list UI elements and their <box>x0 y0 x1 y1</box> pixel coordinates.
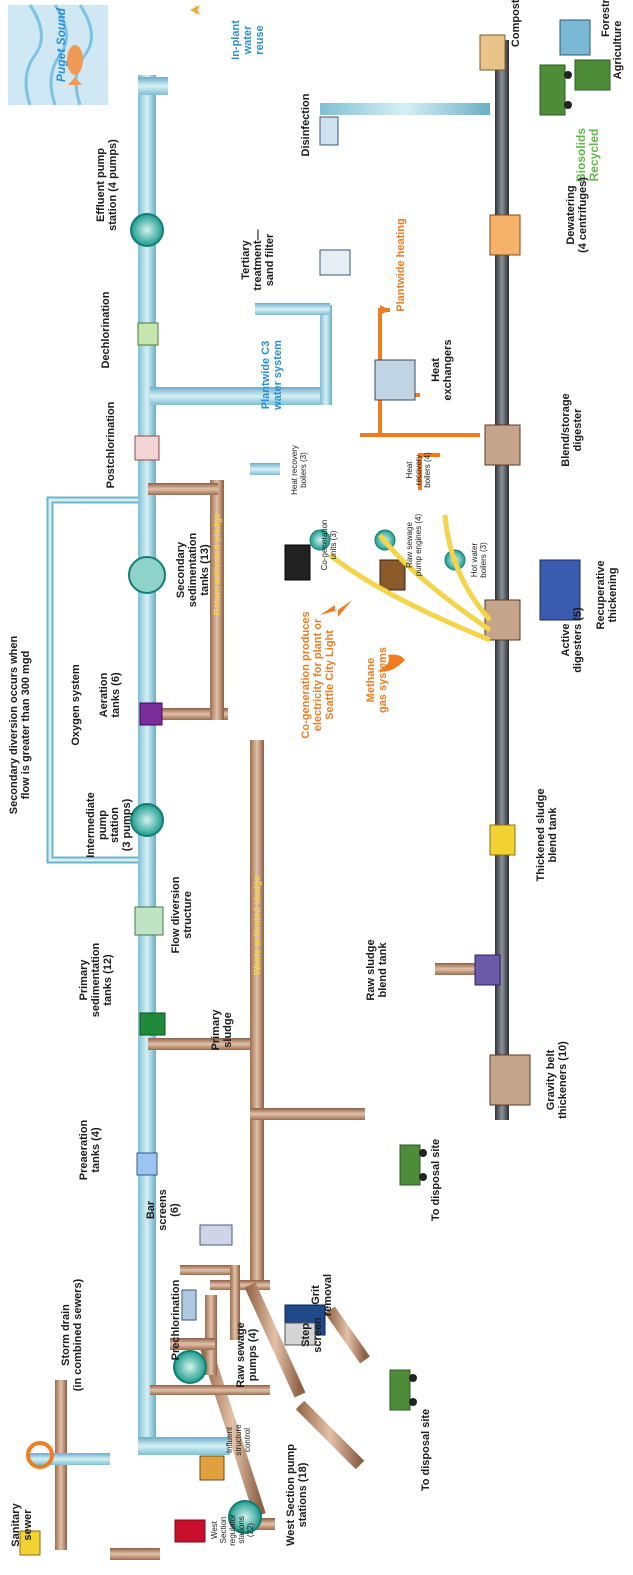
storm-drain-icon <box>26 1441 54 1469</box>
preaeration-tank-icon <box>136 1152 158 1176</box>
label-bar-screens: Bar screens (6) <box>145 1189 181 1231</box>
label-hot-water-boilers: Hot water boilers (3) <box>470 542 488 578</box>
influent-structure-icon <box>199 1455 225 1481</box>
label-dechlorination: Dechlorination <box>100 291 112 369</box>
aeration-tank-icon <box>139 702 163 726</box>
label-cogeneration-units: Co-generation units (3) <box>320 519 338 571</box>
prechlorination-icon <box>181 1289 197 1321</box>
label-raw-sludge-blend: Raw sludge blend tank <box>365 939 389 1001</box>
label-agriculture: Agriculture <box>612 20 624 80</box>
label-recuperative: Recuperative thickening <box>595 560 619 630</box>
tertiary-filter-icon <box>319 249 351 276</box>
intermediate-pump-icon <box>130 803 164 837</box>
label-puget-sound: Puget Sound <box>54 8 68 82</box>
label-flow-diversion: Flow diversion structure <box>170 876 194 954</box>
label-forestry: Forestry <box>600 0 612 38</box>
label-prechlorination: Prechlorination <box>170 1279 182 1361</box>
label-methane: Methane gas systems <box>365 646 389 714</box>
secondary-sed-tank-icon <box>128 556 166 594</box>
raw-sewage-pump-engines-icon <box>379 559 406 591</box>
label-tertiary: Tertiary treatment— sand filter <box>240 229 276 291</box>
label-return-activated-sludge: Return activated sludge <box>212 512 222 615</box>
label-effluent-pump: Effluent pump station (4 pumps) <box>95 139 119 231</box>
label-active-digesters: Active digesters (5) <box>560 607 584 673</box>
recuperative-thickening-icon <box>539 559 581 621</box>
dechlorination-icon <box>137 322 159 346</box>
lightning-icon <box>320 600 352 617</box>
label-to-disposal-2: To disposal site <box>420 1408 432 1492</box>
agriculture-icon <box>574 59 611 91</box>
label-heat-recovery-4: Heat recovery boilers (4) <box>405 452 432 488</box>
west-section-pump-icon <box>228 1500 262 1534</box>
label-preaeration: Preaeration tanks (4) <box>78 1119 102 1181</box>
main-water-pipe <box>138 75 156 1455</box>
label-storm-drain: Storm drain (in combined sewers) <box>60 1278 84 1392</box>
flow-diversion-icon <box>134 906 164 936</box>
forestry-icon <box>559 19 591 56</box>
puget-sound-scene <box>8 4 200 106</box>
label-raw-sewage-pump-engines: Raw sewage pump engines (4) <box>405 513 423 577</box>
label-in-plant-reuse: In-plant water reuse <box>230 20 266 60</box>
methane-flame-icon <box>380 654 405 672</box>
label-sanitary-sewer: Sanitary sewer <box>10 1503 34 1547</box>
composting-icon <box>479 34 506 71</box>
sanitary-sewer-icon <box>19 1530 41 1556</box>
effluent-pump-icon <box>130 213 164 247</box>
label-oxygen-system: Oxygen system <box>70 664 82 746</box>
label-gravity-belt: Gravity belt thickeners (10) <box>545 1041 569 1119</box>
label-raw-sewage-pumps: Raw sewage pumps (4) <box>235 1322 259 1388</box>
label-aeration-tanks: Aeration tanks (6) <box>98 672 122 718</box>
label-influent-structure: Influent structure control <box>225 1424 252 1456</box>
gravity-belt-icon <box>489 1054 531 1106</box>
label-postchlorination: Postchlorination <box>105 401 117 489</box>
blend-storage-digester-icon <box>484 424 521 466</box>
heat-recovery-boilers-3-icon <box>309 529 331 551</box>
label-intermediate-pump: Intermediate pump station (3 pumps) <box>85 792 133 858</box>
label-secondary-diversion: Secondary diversion occurs when flow is … <box>8 635 32 815</box>
step-screen-icon <box>284 1322 316 1346</box>
label-west-section-regulator: West Section regulator stations (22) <box>210 1514 255 1546</box>
label-heat-exchangers: Heat exchangers <box>430 339 454 401</box>
label-waste-activated-sludge: Waste activated sludge <box>252 875 262 975</box>
heat-exchangers-icon <box>374 359 416 401</box>
label-disinfection: Disinfection <box>300 93 312 157</box>
label-plantwide-c3: Plantwide C3 water system <box>260 340 284 410</box>
cogeneration-units-icon <box>284 544 311 581</box>
label-west-section-pump: West Section pump stations (18) <box>285 1444 309 1546</box>
label-cogeneration-produces: Co-generation produces electricity for p… <box>300 611 336 739</box>
label-to-disposal-1: To disposal site <box>430 1138 442 1222</box>
label-thickened-sludge: Thickened sludge blend tank <box>535 788 559 882</box>
postchlorination-icon <box>134 435 160 461</box>
active-digesters-icon <box>484 599 521 641</box>
label-blend-storage: Blend/storage digester <box>560 393 584 467</box>
label-heat-recovery-3: Heat recovery boilers (3) <box>290 445 308 495</box>
label-step-screen: Step screen <box>300 1317 324 1353</box>
label-secondary-sed: Secondary sedimentation tanks (13) <box>175 532 211 608</box>
primary-sed-tank-icon <box>139 1012 166 1036</box>
label-plantwide-heating: Plantwide heating <box>395 218 407 312</box>
raw-sludge-blend-icon <box>474 954 501 986</box>
bar-screens-icon <box>199 1224 233 1246</box>
west-section-regulator-icon <box>174 1519 206 1543</box>
dewatering-icon <box>489 214 521 256</box>
label-dewatering: Dewatering (4 centrifuges) <box>565 177 589 253</box>
biosolids-truck-icon <box>539 64 572 116</box>
label-composting: Composting <box>510 0 522 48</box>
disposal-truck-2-icon <box>389 1369 417 1411</box>
label-primary-sludge: Primary sludge <box>210 1009 234 1051</box>
label-primary-sed: Primary sedimentation tanks (12) <box>78 942 114 1018</box>
disinfection-icon <box>319 116 339 146</box>
raw-sewage-pump-icon <box>173 1350 207 1384</box>
thickened-sludge-blend-icon <box>489 824 516 856</box>
disposal-truck-1-icon <box>399 1144 427 1186</box>
